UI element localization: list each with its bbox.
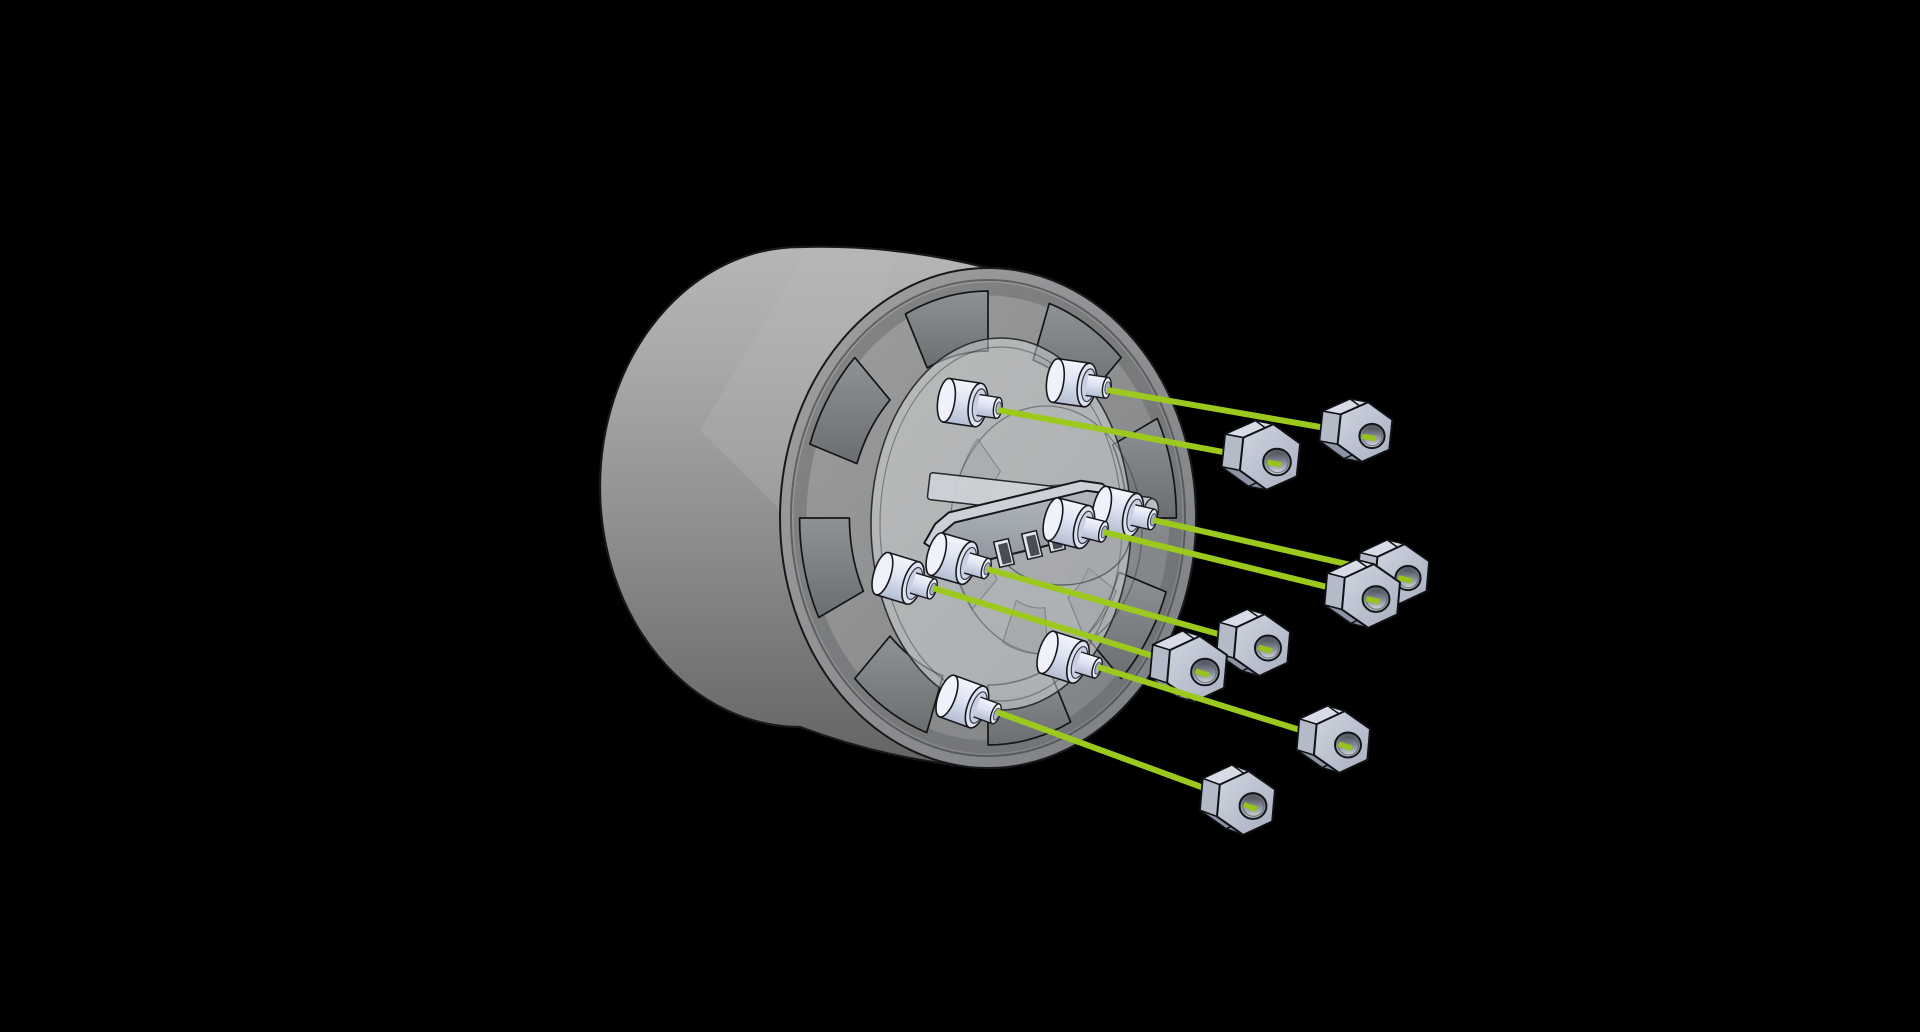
rim-chamfer-edge <box>790 279 1186 757</box>
stud-barrel-edges <box>939 674 985 729</box>
stud-tip-edges <box>909 572 936 600</box>
barrel-highlight <box>700 252 898 522</box>
stud-tip-edges <box>1130 504 1156 531</box>
explode-line-stub-A <box>1266 459 1282 468</box>
rim-cutout-7 <box>798 517 865 619</box>
plate-slot-2 <box>1020 529 1044 561</box>
stud-tip-edges <box>1085 373 1109 399</box>
plate-slot-hole <box>1025 534 1040 557</box>
stud-4[interactable] <box>1039 496 1112 554</box>
stud-5[interactable] <box>922 531 996 591</box>
explode-line-stub-B <box>1361 433 1377 442</box>
stud-barrel-edges <box>875 551 920 605</box>
stud-tip-edges <box>963 552 990 580</box>
plate-slot-hole <box>997 542 1012 565</box>
explode-line-stub-F <box>1242 801 1258 812</box>
hex-nut-E[interactable] <box>1295 704 1372 774</box>
stud-tip-edges <box>1074 651 1101 679</box>
plate-slot-1 <box>992 537 1016 569</box>
rim-cutout-8 <box>809 356 891 465</box>
hex-nut-F[interactable] <box>1199 763 1277 836</box>
stud-tip-edges <box>973 696 1000 725</box>
stud-6[interactable] <box>868 550 943 611</box>
stud-barrel-edges <box>1040 630 1085 684</box>
stud-barrel-edges <box>942 377 982 428</box>
stud-tip-edges <box>976 393 1000 420</box>
explode-line-stub-Db <box>1257 644 1273 654</box>
explode-line-stub-Cb <box>1397 575 1413 584</box>
hex-nut-A[interactable] <box>1220 419 1302 491</box>
explode-line-stub-Df <box>1194 668 1210 678</box>
stud-7[interactable] <box>1033 629 1108 690</box>
explode-line-stub-Cf <box>1365 595 1381 605</box>
stud-1[interactable] <box>935 377 1005 430</box>
stud-2[interactable] <box>1044 357 1114 411</box>
stud-barrel-edges <box>1052 357 1091 408</box>
stud-barrel-edges <box>929 532 974 585</box>
stud-tip-edges <box>1081 516 1107 543</box>
hex-nut-Db[interactable] <box>1215 608 1292 677</box>
hex-nut-B[interactable] <box>1318 397 1394 463</box>
stud-barrel-edges <box>1047 497 1090 550</box>
explode-line-stub-E <box>1337 741 1353 751</box>
hex-nut-Cf[interactable] <box>1323 558 1402 629</box>
stud-back-cap <box>936 377 957 423</box>
stud-back-cap <box>1036 630 1059 675</box>
